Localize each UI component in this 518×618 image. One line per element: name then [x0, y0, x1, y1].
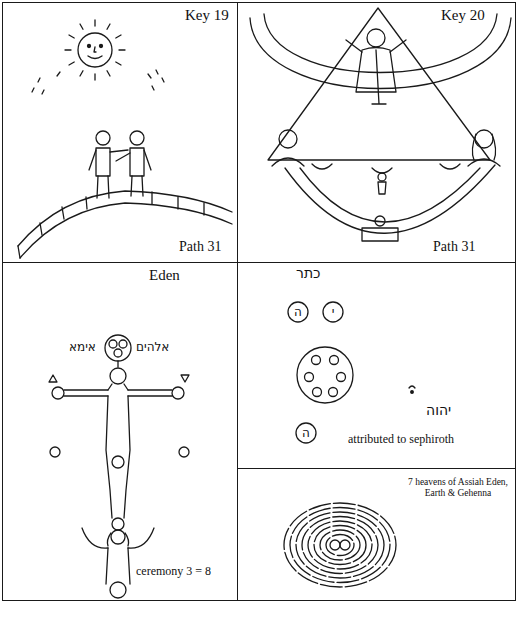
cloud-arc	[250, 14, 511, 89]
heavens-rings	[284, 503, 396, 587]
children-figures	[89, 131, 151, 198]
eden-panel: Eden אימא אלהים ceremony 3 = 8	[2, 262, 238, 601]
supernal-circles	[105, 335, 131, 367]
circle-outline	[323, 302, 343, 322]
circle-outline	[288, 302, 308, 322]
hebrew-label: אלהים	[136, 341, 169, 354]
path-label: Path 31	[179, 239, 221, 254]
panel-heading: Key 20	[441, 7, 485, 24]
letter-circle: ה	[287, 301, 309, 323]
hebrew-label: יהוה	[426, 403, 451, 418]
sun-figure	[32, 20, 164, 94]
center-rings	[330, 540, 350, 550]
hebrew-label: כתר	[296, 266, 321, 281]
bowl-arc	[285, 164, 495, 233]
heavens-panel: 7 heavens of Assiah Eden, Earth & Gehenn…	[237, 468, 516, 601]
circle-outline	[296, 423, 316, 443]
hebrew-letter: ה	[294, 306, 302, 318]
hebrew-letter: י	[332, 306, 335, 318]
panel-heading: Key 19	[185, 7, 229, 24]
sephiroth-circle	[297, 347, 415, 403]
letter-circle: י	[322, 301, 344, 323]
heavens-note: 7 heavens of Assiah Eden, Earth & Gehenn…	[406, 477, 510, 499]
attribution-note: attributed to sephiroth	[348, 433, 454, 446]
eve-figure	[82, 518, 154, 598]
sephiroth-panel: כתר יהוה attributed to sephiroth ה י ה	[237, 262, 516, 469]
ceremony-note: ceremony 3 = 8	[136, 565, 211, 578]
adam-figure	[49, 368, 189, 518]
tarot-key-panel: Key 20 Path 31	[237, 2, 516, 263]
tarot-key-panel: Key 19 Path 31	[2, 2, 238, 263]
rising-figures	[272, 130, 500, 241]
panel-heading: Eden	[149, 267, 180, 284]
hebrew-letter: ה	[302, 427, 310, 439]
garden-wall	[18, 191, 232, 258]
angel-figure	[346, 29, 406, 104]
path-label: Path 31	[433, 239, 475, 254]
hebrew-label: אימא	[69, 341, 96, 354]
letter-circle: ה	[295, 422, 317, 444]
triangle	[268, 8, 490, 160]
